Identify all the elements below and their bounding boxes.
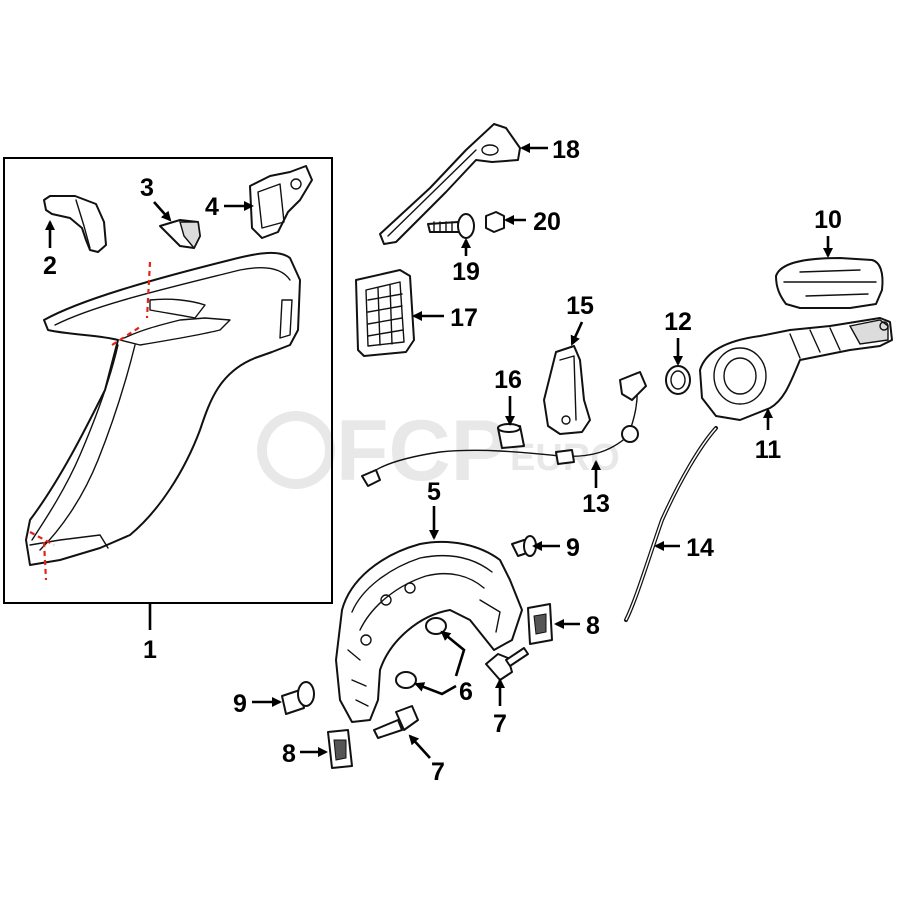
- bracket-part-2: [43, 195, 107, 253]
- bracket-panel-part-4: [249, 165, 313, 239]
- callout-4: 4: [205, 193, 219, 221]
- callout-19: 19: [452, 258, 480, 286]
- callout-1: 1: [143, 636, 157, 664]
- callout-9-right: 9: [566, 534, 580, 562]
- callout-7-upper: 7: [493, 710, 507, 738]
- filler-housing-part-11: [699, 317, 893, 421]
- callout-16: 16: [494, 366, 522, 394]
- quarter-panel-group-frame: [3, 157, 333, 604]
- rod-part-14: [624, 426, 718, 622]
- bolt-part-7b: [373, 705, 419, 739]
- callout-5: 5: [427, 478, 441, 506]
- push-pin-part-9a: [511, 535, 537, 557]
- callout-9-left: 9: [233, 690, 247, 718]
- callout-10: 10: [814, 206, 842, 234]
- plug-part-6b: [395, 671, 417, 689]
- leader-lines: [45, 143, 833, 759]
- clip-part-8b: [327, 729, 353, 769]
- wedge-part-3: [159, 219, 201, 250]
- callout-labels: 1 2 3 4 5 6 7 7 8 8 9 9 10 11 12 13 14 1…: [43, 136, 842, 786]
- callout-18: 18: [552, 136, 580, 164]
- callout-11: 11: [755, 436, 782, 464]
- screw-part-19: [427, 213, 475, 239]
- vent-grille-part-17: [355, 269, 415, 357]
- callout-20: 20: [533, 208, 561, 236]
- push-pin-part-9b: [281, 681, 315, 715]
- callout-17: 17: [450, 304, 478, 332]
- seal-ring-part-12: [665, 365, 691, 395]
- clip-part-20: [485, 211, 505, 233]
- callout-14: 14: [686, 534, 714, 562]
- quarter-panel-part: [25, 252, 301, 581]
- plug-part-6a: [425, 617, 447, 635]
- pillar-trim-part-18: [379, 123, 521, 245]
- callout-12: 12: [664, 308, 692, 336]
- callout-3: 3: [140, 174, 154, 202]
- callout-8-right: 8: [586, 612, 600, 640]
- release-cable-part-13: [361, 371, 647, 487]
- callout-6: 6: [459, 678, 473, 706]
- bushing-part-16: [497, 423, 525, 449]
- callout-2: 2: [43, 252, 57, 280]
- callout-15: 15: [566, 292, 594, 320]
- callout-8-left: 8: [282, 740, 296, 768]
- clip-part-8a: [527, 603, 553, 645]
- wheel-liner-part-5: [335, 540, 523, 723]
- callout-7-lower: 7: [431, 758, 445, 786]
- filler-door-cover-part-10: [775, 257, 884, 309]
- bolt-part-7a: [485, 647, 529, 681]
- bracket-part-15: [543, 345, 591, 435]
- callout-13: 13: [582, 490, 610, 518]
